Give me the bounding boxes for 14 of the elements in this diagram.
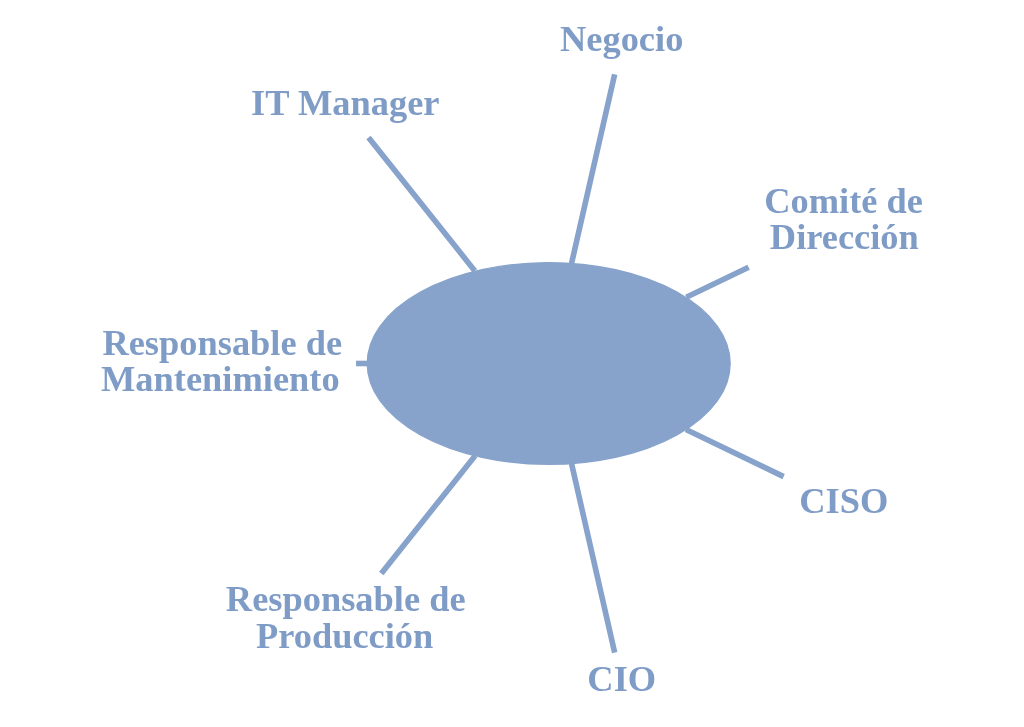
- node-text: IT Manager: [250, 82, 440, 123]
- node-text: Responsable de Mantenimiento: [100, 322, 342, 400]
- node-text: Comité de Dirección: [763, 180, 923, 257]
- node-text: CIO: [586, 658, 656, 699]
- node-text: Responsable de Producción: [225, 579, 466, 656]
- node-cloud: [366, 261, 731, 466]
- connector: [684, 427, 785, 480]
- node-text: Negocio: [559, 19, 683, 60]
- node-text: CISO: [798, 481, 888, 522]
- connector: [365, 135, 477, 273]
- connector: [568, 463, 617, 654]
- connector: [568, 73, 617, 264]
- connector: [684, 264, 750, 300]
- connector: [378, 454, 477, 576]
